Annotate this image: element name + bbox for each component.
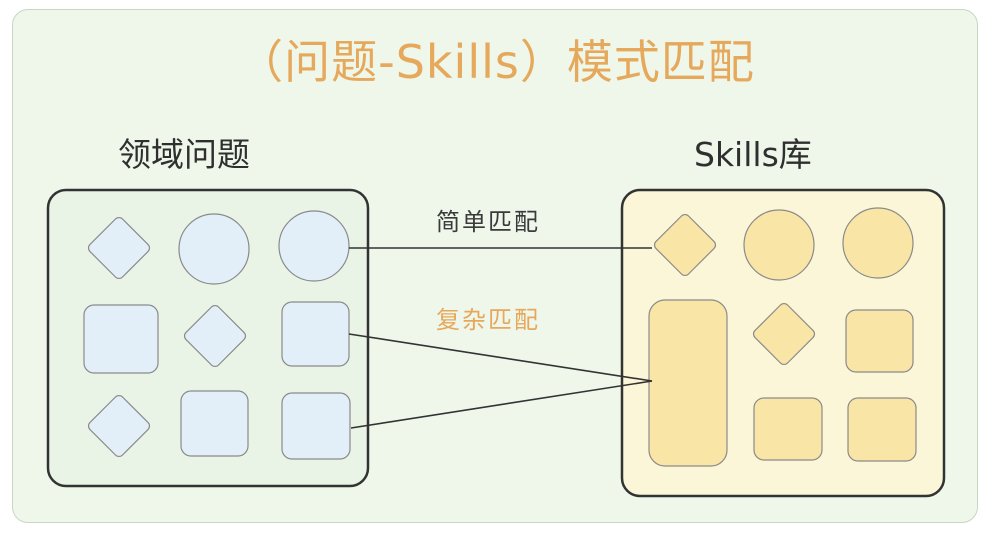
skill-diamond-shape [653,213,717,277]
problem-square-shape [281,301,350,367]
problem-square-shape [281,392,351,460]
problem-diamond-shape [87,394,151,458]
problem-domain-label: 领域问题 [118,135,250,174]
problem-square-shape [83,304,159,374]
problem-diamond-shape [183,304,247,368]
problem-circle-shape [178,213,250,285]
skill-circle-shape [743,209,815,281]
skill-diamond-shape [752,302,816,366]
problem-square-shape [180,390,249,457]
skill-square-shape [847,397,917,462]
complex-match-label: 复杂匹配 [436,306,540,334]
complex-match-edge [350,380,653,429]
problem-diamond-shape [87,216,151,280]
skill-circle-shape [842,207,914,279]
skills-library-label: Skills库 [694,135,812,174]
problem-circle-shape [278,210,350,282]
simple-match-label: 简单匹配 [436,208,540,236]
complex-match-edge [348,333,653,382]
skill-square-shape [845,309,914,373]
skill-composite-block [648,299,728,467]
skill-square-shape [753,397,823,461]
diagram-title: （问题-Skills）模式匹配 [237,35,755,89]
